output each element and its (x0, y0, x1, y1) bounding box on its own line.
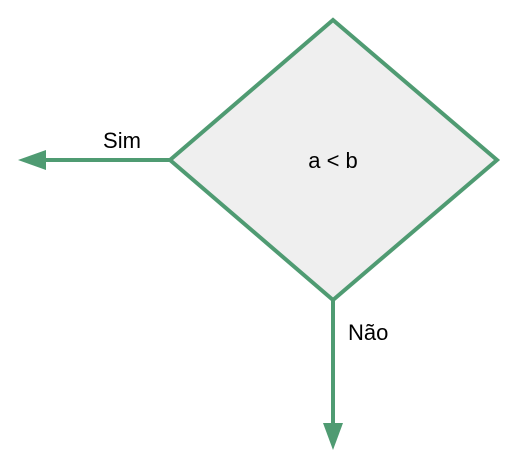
yes-branch-label: Sim (103, 128, 141, 153)
no-arrowhead (323, 423, 343, 450)
no-branch-label: Não (348, 320, 388, 345)
yes-arrowhead (18, 150, 46, 170)
decision-condition: a < b (308, 148, 358, 173)
